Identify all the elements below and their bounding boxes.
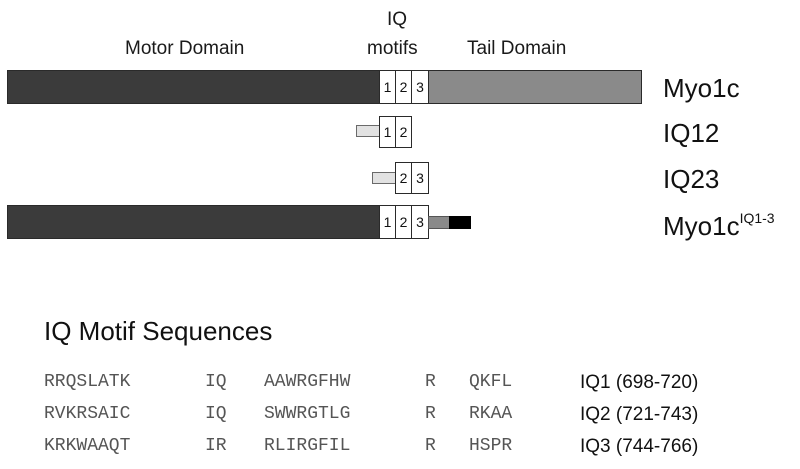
seq-segment: HSPR [469, 436, 513, 456]
iq-motif-box: 3 [411, 70, 429, 104]
iq-motif-box: 1 [379, 205, 396, 239]
construct-label: Myo1cIQ1-3 [663, 210, 775, 241]
sequences-title: IQ Motif Sequences [44, 316, 273, 346]
construct-superscript: IQ1-3 [739, 210, 775, 226]
tag-block [449, 216, 471, 229]
iq-motif-box: 2 [395, 116, 412, 148]
seq-segment: IR [205, 436, 227, 456]
iq-range-label: IQ2 (721-743) [580, 404, 699, 425]
seq-segment: R [425, 372, 436, 392]
iq-range-label: IQ1 (698-720) [580, 372, 699, 393]
construct-label: Myo1c [663, 73, 740, 103]
tail-domain-bar [428, 70, 642, 104]
seq-segment: SWWRGTLG [264, 404, 351, 424]
linker-stub [356, 125, 380, 137]
iq-motif-box: 1 [379, 70, 396, 104]
seq-segment: R [425, 404, 436, 424]
iq-motif-box: 3 [411, 205, 429, 239]
tail-stub [428, 216, 450, 229]
motor-domain-bar [7, 205, 381, 239]
linker-stub [372, 172, 396, 184]
seq-segment: QKFL [469, 372, 513, 392]
iq-motif-box: 2 [395, 205, 412, 239]
construct-label: IQ12 [663, 118, 720, 148]
seq-segment: KRKWAAQT [44, 436, 131, 456]
motor-domain-bar [7, 70, 381, 104]
seq-segment: IQ [205, 404, 227, 424]
iq-motifs-label-line2: motifs [367, 38, 418, 59]
construct-label: IQ23 [663, 164, 720, 194]
iq-motif-box: 2 [395, 70, 412, 104]
iq-motif-box: 2 [395, 162, 412, 194]
seq-segment: AAWRGFHW [264, 372, 351, 392]
seq-segment: IQ [205, 372, 227, 392]
seq-segment: RVKRSAIC [44, 404, 131, 424]
seq-segment: RLIRGFIL [264, 436, 351, 456]
iq-motifs-label-line1: IQ [386, 9, 408, 30]
tail-domain-label: Tail Domain [467, 38, 567, 59]
motor-domain-label: Motor Domain [125, 38, 245, 59]
seq-segment: R [425, 436, 436, 456]
iq-motif-box: 3 [411, 162, 429, 194]
seq-segment: RRQSLATK [44, 372, 131, 392]
iq-motif-box: 1 [379, 116, 396, 148]
iq-range-label: IQ3 (744-766) [580, 436, 699, 457]
seq-segment: RKAA [469, 404, 513, 424]
